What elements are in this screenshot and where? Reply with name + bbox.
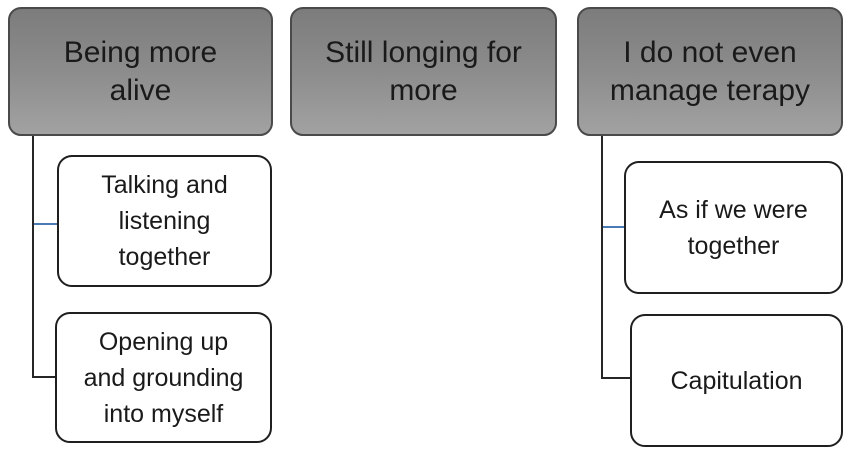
node-label: Talking and listening together [101, 171, 228, 271]
node-label: I do not even manage terapy [609, 36, 811, 107]
node-label: Still longing for more [325, 36, 522, 107]
parent-node-being-more-alive[interactable]: Being more alive [8, 7, 273, 136]
connector-branch-left-2 [34, 376, 57, 378]
connector-stem-right [601, 136, 603, 379]
node-label: As if we were together [659, 195, 808, 260]
child-node-capitulation[interactable]: Capitulation [630, 314, 843, 447]
child-node-opening-up-and-grounding-into-myself[interactable]: Opening up and grounding into myself [55, 312, 272, 443]
child-node-as-if-we-were-together[interactable]: As if we were together [624, 161, 843, 294]
node-label: Being more alive [63, 36, 218, 107]
node-label: Opening up and grounding into myself [83, 327, 244, 428]
parent-node-i-do-not-even-manage-terapy[interactable]: I do not even manage terapy [577, 7, 843, 136]
child-node-talking-and-listening-together[interactable]: Talking and listening together [57, 155, 272, 287]
connector-branch-left-1 [34, 223, 57, 225]
connector-branch-right-2 [603, 377, 630, 379]
node-label: Capitulation [670, 366, 803, 395]
connector-branch-right-1 [603, 226, 624, 228]
parent-node-still-longing-for-more[interactable]: Still longing for more [290, 7, 557, 136]
connector-stem-left [32, 136, 34, 378]
